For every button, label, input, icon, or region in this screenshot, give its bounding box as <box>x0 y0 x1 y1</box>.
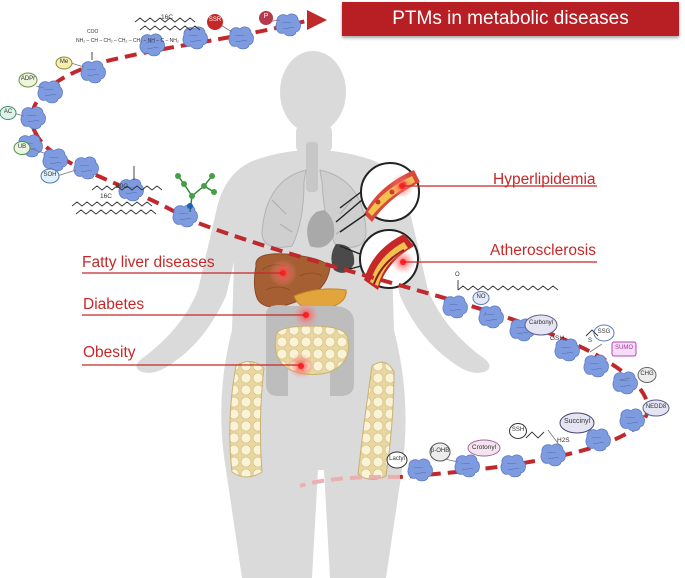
tag-p: P <box>263 13 269 20</box>
tag-me: Me <box>59 59 69 65</box>
chem-o: O <box>455 272 460 278</box>
label-fatty-liver-diseases: Fatty liver diseases <box>82 254 215 271</box>
tag-beta-ohb: β-OHB <box>430 448 450 454</box>
tag-ac: AC <box>3 109 13 115</box>
artery-inset-atherosclerosis <box>339 229 419 290</box>
title-banner: PTMs in metabolic diseases <box>342 2 679 36</box>
lipid-chains <box>71 17 559 291</box>
chain-label-16c-top: 16C <box>161 14 173 21</box>
sulfur-bonds <box>525 329 599 439</box>
tag-crotonyl: Crotonyl <box>471 444 497 451</box>
tag-no: NO <box>476 294 486 300</box>
tag-ssg: SSG <box>597 329 611 335</box>
chem-coo: COO <box>87 29 99 35</box>
tag-ssh: SSH <box>511 427 525 433</box>
tag-nedd8: NEDD8 <box>645 404 667 410</box>
chain-label-20c: 20C <box>116 183 128 190</box>
disease-pointer-lines <box>82 185 597 366</box>
tag-h2s: H2S <box>557 437 570 444</box>
tag-adpr: ADPr <box>20 76 36 82</box>
chem-backbone: NH₂ – CH – CH₂ – CH₂ – CH₂ – NH – C – NH… <box>76 38 179 44</box>
label-atherosclerosis: Atherosclerosis <box>490 242 596 259</box>
tag-lactyl: Lactyl <box>389 456 405 462</box>
tag-carbonyl: Carbonyl <box>528 320 553 326</box>
tag-gsh: GSH <box>550 335 565 342</box>
chain-label-16c-lower: 16C <box>100 193 112 200</box>
chem-s: S <box>588 338 593 344</box>
tag-chg: CHG <box>640 371 654 377</box>
glycan-branch <box>175 173 217 213</box>
organs <box>229 142 395 480</box>
label-hyperlipidemia: Hyperlipidemia <box>493 171 596 188</box>
label-obesity: Obesity <box>83 344 136 361</box>
ptm-ribbon <box>29 10 651 488</box>
tag-soh: SOH <box>43 172 57 178</box>
label-diabetes: Diabetes <box>83 296 145 313</box>
modification-tag-shapes <box>0 11 670 469</box>
tag-ub: UB <box>17 144 27 150</box>
tag-sumo: SUMO <box>615 345 633 351</box>
tag-succinyl: Succinyl <box>563 418 591 425</box>
tag-ssr: SSR <box>208 17 222 23</box>
